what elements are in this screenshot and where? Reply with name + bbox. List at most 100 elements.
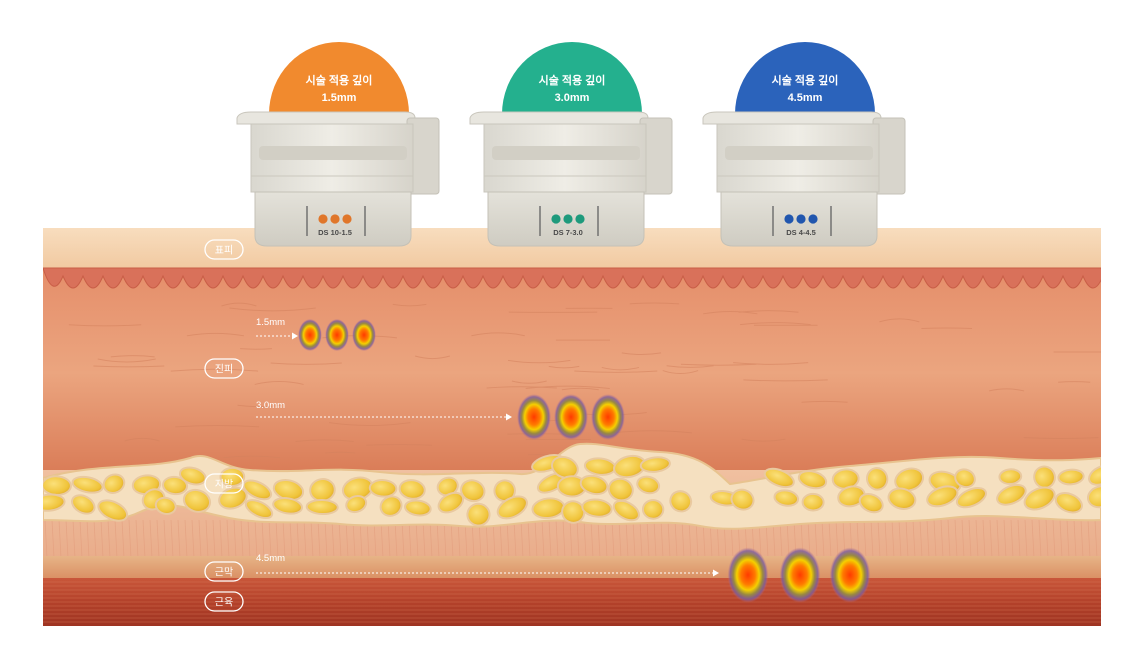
subcutaneous-strand bbox=[58, 519, 62, 559]
fat-cell bbox=[219, 466, 246, 487]
thermal-point-2-2 bbox=[554, 394, 588, 440]
subcutaneous-strand bbox=[1080, 519, 1084, 559]
cartridge-1-header bbox=[269, 42, 409, 114]
subcutaneous-strand bbox=[268, 519, 272, 559]
thermal-point-1-3 bbox=[352, 318, 376, 352]
fat-cell bbox=[466, 502, 491, 527]
fat-cell bbox=[1057, 468, 1085, 486]
dermis-fiber bbox=[295, 439, 354, 442]
subcutaneous-strand bbox=[205, 519, 209, 559]
subcutaneous-strand bbox=[541, 519, 545, 559]
subcutaneous-strand bbox=[814, 519, 818, 559]
dermis-fiber bbox=[471, 332, 525, 337]
subcutaneous-strand bbox=[289, 519, 293, 559]
subcutaneous-strand bbox=[79, 519, 83, 559]
dermis-fiber bbox=[240, 348, 272, 350]
dermis-fiber bbox=[366, 444, 433, 446]
cartridge-3-header-title: 시술 적용 깊이 bbox=[772, 73, 839, 87]
fat-cell bbox=[763, 467, 795, 489]
thermal-point-2-3 bbox=[591, 394, 625, 440]
subcutaneous-strand bbox=[548, 519, 552, 559]
fat-cell bbox=[162, 475, 188, 496]
fat-cell bbox=[460, 479, 486, 503]
dermis-fiber bbox=[97, 358, 156, 363]
subcutaneous-strand bbox=[982, 519, 986, 559]
subcutaneous-strand bbox=[135, 519, 139, 559]
subcutaneous-strand bbox=[177, 519, 181, 559]
subcutaneous-strand bbox=[905, 519, 909, 559]
fat-cell bbox=[1054, 492, 1083, 514]
subcutaneous-strand bbox=[912, 519, 916, 559]
fat-cell bbox=[102, 473, 126, 494]
cartridge-1-rim bbox=[236, 111, 416, 125]
subcutaneous-strand bbox=[618, 519, 622, 559]
subcutaneous-strand bbox=[247, 519, 251, 559]
thermal-point-1-1 bbox=[298, 318, 322, 352]
subcutaneous-strand bbox=[821, 519, 825, 559]
fat-cell bbox=[379, 495, 403, 517]
subcutaneous-strand bbox=[149, 519, 153, 559]
cartridge-3-groove bbox=[725, 146, 873, 160]
dermis-fiber bbox=[507, 359, 571, 364]
fat-cell bbox=[404, 499, 432, 517]
fat-cell bbox=[398, 479, 426, 500]
subcutaneous-strand bbox=[114, 519, 118, 559]
dermis-fiber bbox=[270, 362, 342, 365]
dermis-fiber bbox=[741, 438, 786, 442]
dermis-fiber bbox=[414, 355, 451, 360]
dermis-fiber bbox=[629, 302, 680, 305]
fat-cell bbox=[561, 500, 586, 524]
dermis-fiber bbox=[325, 451, 356, 454]
fat-cell bbox=[581, 498, 613, 518]
depth-marker-2-arrowhead bbox=[506, 413, 512, 421]
layer-label-fat: 지방 bbox=[204, 473, 244, 494]
fat-cell bbox=[496, 495, 528, 520]
cartridge-1-indicator-dot-2 bbox=[330, 214, 340, 224]
dermis-fiber bbox=[237, 404, 282, 408]
layer-label-dermis: 진피 bbox=[204, 358, 244, 379]
layer-label-fascia: 근막 bbox=[204, 561, 244, 582]
thermal-point-3-2 bbox=[779, 547, 821, 603]
fat-cell bbox=[1023, 486, 1056, 511]
subcutaneous-strand bbox=[163, 519, 167, 559]
subcutaneous-strand bbox=[212, 519, 216, 559]
dermis-fiber bbox=[68, 324, 142, 327]
dermis-fiber bbox=[574, 370, 658, 373]
subcutaneous-strand bbox=[170, 519, 174, 559]
dermis-fibers bbox=[68, 302, 1101, 461]
subcutaneous-strand bbox=[555, 519, 559, 559]
cartridge-3-header-depth: 4.5mm bbox=[788, 92, 823, 104]
subcutaneous-strand bbox=[695, 519, 699, 559]
fat-cell bbox=[797, 470, 828, 490]
skin-cross-section bbox=[43, 228, 1101, 626]
subcutaneous-strand bbox=[597, 519, 601, 559]
subcutaneous-strand bbox=[310, 519, 314, 559]
subcutaneous-strand bbox=[240, 519, 244, 559]
subcutaneous-strand bbox=[1003, 519, 1007, 559]
subcutaneous-strand bbox=[65, 519, 69, 559]
fat-cell bbox=[182, 488, 212, 513]
fat-cell bbox=[837, 485, 866, 508]
subcutaneous-strand bbox=[646, 519, 650, 559]
subcutaneous-strand bbox=[359, 519, 363, 559]
subcutaneous-strand bbox=[933, 519, 937, 559]
cartridge-2-header-depth: 3.0mm bbox=[555, 92, 590, 104]
dermis-fiber bbox=[621, 352, 662, 355]
cartridge-3-indicator-dot-3 bbox=[808, 214, 818, 224]
dermis-fiber bbox=[486, 386, 557, 389]
fat-cell bbox=[154, 496, 177, 515]
subcutaneous-strand bbox=[996, 519, 1000, 559]
subcutaneous-strand bbox=[968, 519, 972, 559]
dermis-fiber bbox=[175, 425, 260, 428]
fat-cell bbox=[730, 488, 755, 511]
subcutaneous-strand bbox=[1045, 519, 1049, 559]
subcutaneous-strand bbox=[940, 519, 944, 559]
subcutaneous-strand bbox=[947, 519, 951, 559]
subcutaneous-strand bbox=[562, 519, 566, 559]
cartridge-3-header bbox=[735, 42, 875, 114]
subcutaneous-strand bbox=[520, 519, 524, 559]
subcutaneous-strand bbox=[51, 519, 55, 559]
dermis-fiber bbox=[548, 365, 580, 369]
